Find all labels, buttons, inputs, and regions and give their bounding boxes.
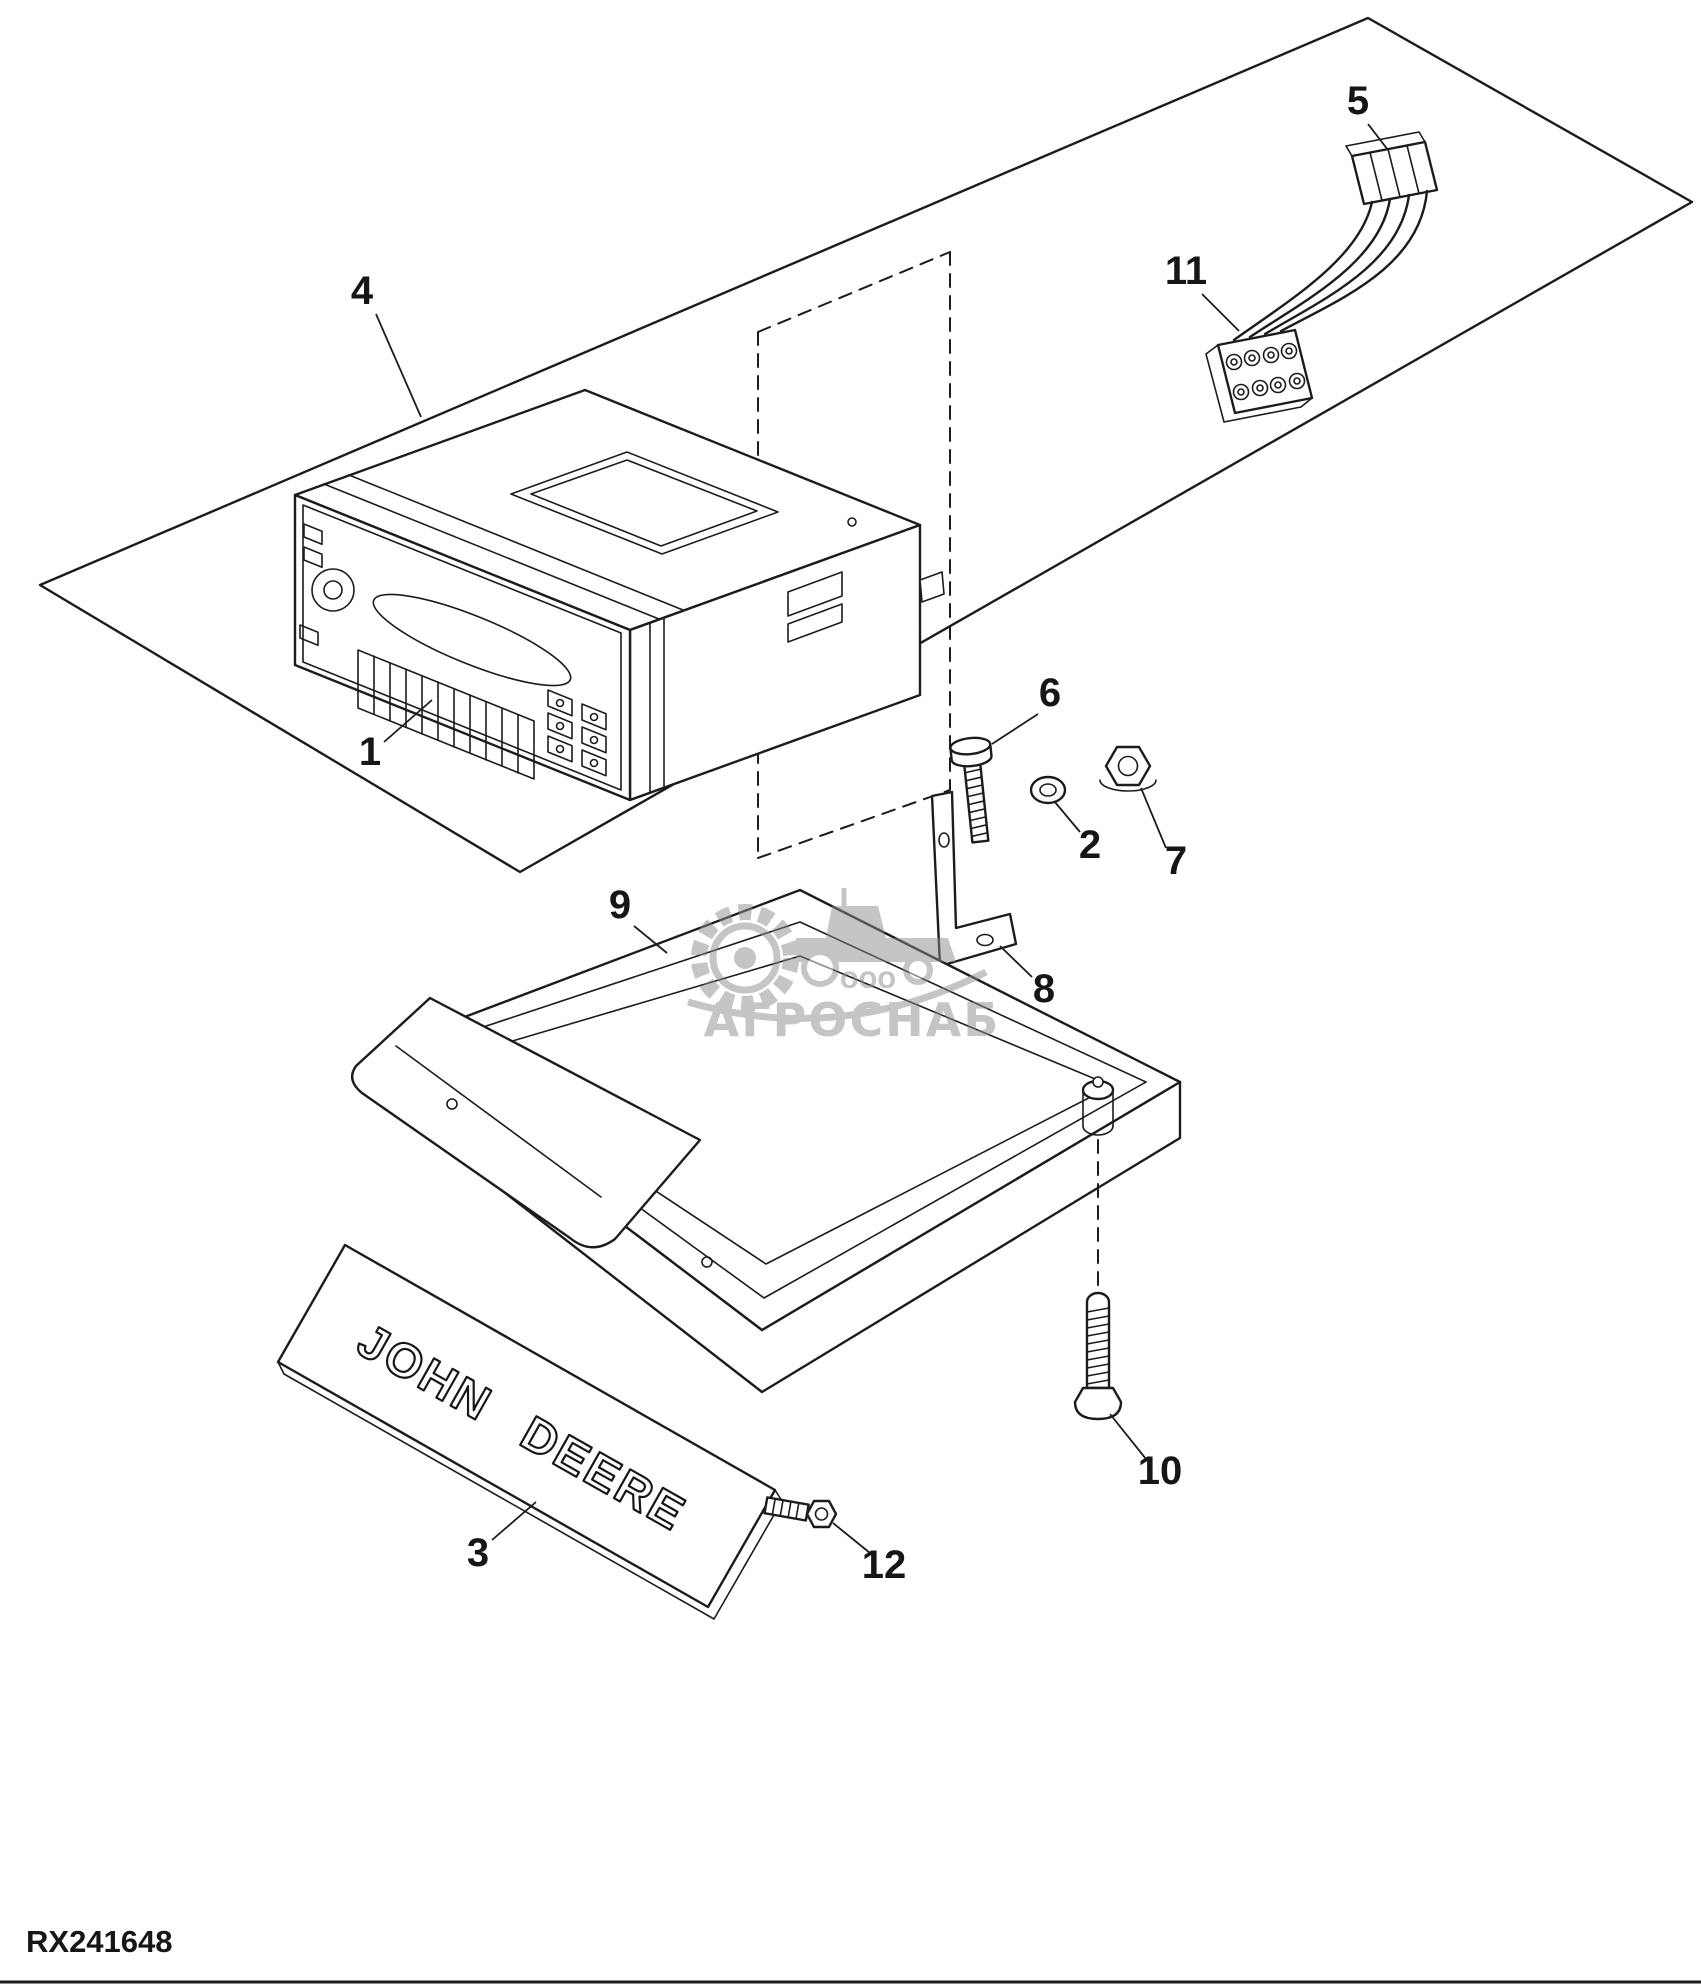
radio-button: [299, 624, 319, 647]
watermark-org-type: ООО: [840, 969, 896, 994]
callout-1: 1: [359, 730, 381, 774]
mounting-panel-outline: [38, 16, 1694, 874]
callout-9: 9: [609, 883, 631, 927]
callout-4: 4: [351, 269, 374, 313]
harness-wires: [1232, 189, 1429, 342]
radio-display-grid: [357, 649, 535, 780]
radio-button-cluster: [547, 689, 607, 777]
watermark: ООО АГРОСНАБ: [687, 888, 1001, 1047]
watermark-org-name: АГРОСНАБ: [704, 993, 1001, 1047]
harness-socket: [1205, 328, 1314, 423]
callout-10: 10: [1138, 1449, 1183, 1493]
socket-pins: [1225, 342, 1306, 401]
washer: [1029, 775, 1067, 805]
figure-code: RX241648: [26, 1924, 173, 1959]
callout-3: 3: [467, 1531, 489, 1575]
radio-display-bezel: [372, 593, 572, 687]
radio-unit: [293, 388, 945, 802]
radio-front-bezel: [302, 504, 622, 791]
watermark-gear-icon: [691, 904, 799, 1012]
callout-6: 6: [1039, 671, 1061, 715]
callout-2: 2: [1079, 823, 1101, 867]
callout-8: 8: [1033, 967, 1055, 1011]
watermark-tractor-icon: [796, 906, 956, 962]
mounting-screw: [1073, 1291, 1123, 1421]
callouts: 1 2 3 4 5 6 7 8 9 10 11 12: [351, 79, 1389, 1587]
radio-rear-connector-slot: [787, 571, 843, 617]
radio-front-face: [293, 493, 632, 802]
flange-nut: [1099, 745, 1157, 792]
mounting-bolt: [949, 736, 993, 844]
harness-plug: [1345, 131, 1439, 206]
callout-5: 5: [1347, 79, 1369, 123]
tray-front-flap: [350, 996, 702, 1249]
plate-stud: [763, 1496, 838, 1529]
radio-top-label: [510, 451, 779, 555]
plate-nut: [805, 1499, 838, 1529]
radio-button: [303, 523, 323, 546]
storage-tray: [350, 888, 1182, 1394]
callout-12: 12: [862, 1543, 907, 1587]
callout-7: 7: [1165, 839, 1187, 883]
tray-rim: [386, 888, 1182, 1332]
radio-button: [303, 546, 323, 569]
callout-11: 11: [1165, 249, 1207, 293]
radio-rear-connector-slot: [787, 603, 843, 643]
tray-screw-boss: [1081, 1076, 1115, 1136]
radio-knob: [311, 568, 355, 612]
radio-top-screw: [847, 517, 857, 527]
radio-mounting-tab: [919, 571, 945, 603]
